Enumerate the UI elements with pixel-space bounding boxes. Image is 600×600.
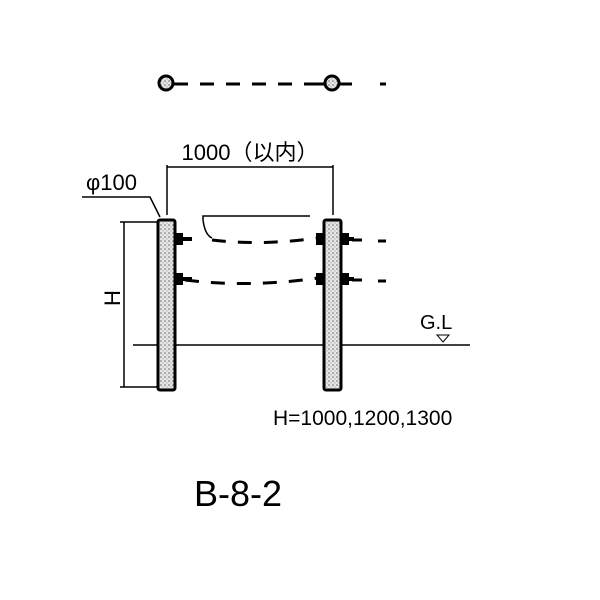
rope-fittings <box>175 233 354 285</box>
height-options: H=1000,1200,1300 <box>273 407 452 430</box>
height-label: H <box>100 290 125 306</box>
ground-label: G.L <box>420 312 452 334</box>
plan-view <box>157 74 386 92</box>
span-label: 1000（以内） <box>182 140 319 165</box>
height-dimension <box>120 221 160 388</box>
ropes <box>184 215 386 286</box>
model-code: B-8-2 <box>194 473 282 514</box>
plan-post-left <box>157 74 175 92</box>
plan-post-right <box>323 74 341 92</box>
post-right <box>322 218 343 392</box>
post-left <box>156 218 177 392</box>
ground-marker-icon <box>435 334 451 343</box>
span-dimension <box>166 165 334 215</box>
diameter-label: φ100 <box>86 170 137 195</box>
diameter-leader <box>82 196 161 218</box>
